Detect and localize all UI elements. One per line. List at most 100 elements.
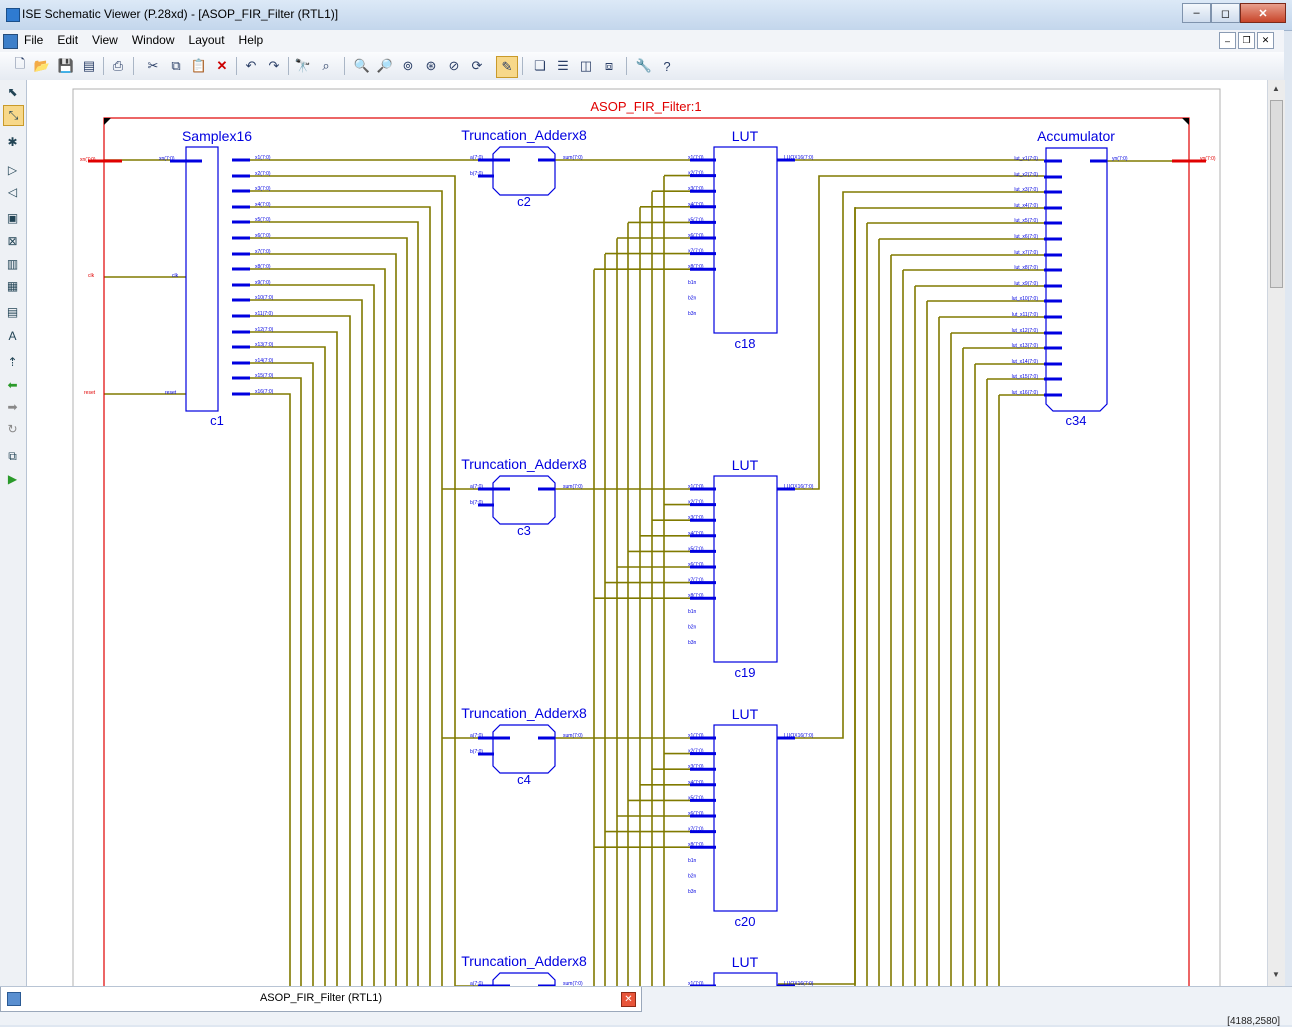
pin-label: x6(7:0)	[255, 233, 271, 239]
scrollbar-thumb[interactable]	[1270, 100, 1283, 288]
mdi-close-button[interactable]: ✕	[1257, 32, 1274, 49]
save-icon[interactable]: 💾	[57, 58, 75, 73]
pin-label: a(7:0)	[470, 155, 483, 161]
show-block-icon[interactable]: ▣	[6, 210, 19, 225]
zoom-area-icon[interactable]: ⊘	[448, 58, 460, 73]
adder-block	[492, 146, 556, 196]
text-label-icon[interactable]: A	[8, 328, 17, 343]
wire	[250, 393, 291, 986]
vertical-scrollbar[interactable]: ▲ ▼	[1267, 80, 1285, 986]
pin-label: b3n	[688, 311, 697, 317]
tile-vertical-icon[interactable]: ◫	[579, 58, 593, 73]
new-file-icon[interactable]: 🗋	[14, 56, 26, 71]
copy-icon[interactable]: ⧉	[171, 58, 181, 73]
pin-label: a(7:0)	[470, 733, 483, 739]
arrange-windows-icon[interactable]: ⧈	[604, 58, 614, 73]
zoom-selection-icon[interactable]: ⊛	[425, 58, 437, 73]
zoom-fit-icon[interactable]: ⊚	[402, 58, 414, 73]
open-folder-icon[interactable]: 📂	[33, 58, 51, 73]
wire	[250, 190, 443, 986]
frame-corner	[1182, 118, 1189, 125]
menu-bar: File Edit View Window Layout Help – ❐ ✕	[0, 30, 1284, 53]
maximize-button[interactable]: ◻	[1211, 3, 1240, 23]
pin-label: x1(7:0)	[255, 155, 271, 161]
wire	[250, 346, 326, 986]
forward-arrow-icon[interactable]: ➡	[7, 399, 18, 414]
zoom-out-icon[interactable]: 🔎	[376, 58, 394, 73]
pin-label: x1(7:0)	[688, 155, 704, 161]
document-tab[interactable]: ASOP_FIR_Filter (RTL1) ✕	[0, 987, 642, 1012]
menu-file[interactable]: File	[24, 33, 44, 47]
settings-wrench-icon[interactable]: 🔧	[635, 58, 653, 73]
pin-label: lut_x4(7:0)	[1014, 203, 1038, 209]
mdi-minimize-button[interactable]: –	[1219, 32, 1236, 49]
document-icon[interactable]	[3, 34, 18, 49]
run-icon[interactable]: ▶	[7, 471, 18, 486]
accumulator-instance: c34	[1066, 413, 1087, 428]
pin-label: b1n	[688, 280, 697, 286]
pan-tool-icon[interactable]: ✎	[496, 56, 518, 78]
redo-icon[interactable]: ↷	[268, 58, 280, 73]
cascade-windows-icon[interactable]: ❏	[534, 58, 546, 73]
menu-edit[interactable]: Edit	[57, 33, 79, 47]
pin-label: x6(7:0)	[688, 233, 704, 239]
lut-title: LUT	[732, 954, 759, 970]
adder-title: Truncation_Adderx8	[461, 953, 587, 969]
pin-label: x3(7:0)	[255, 186, 271, 192]
pin-label: x12(7:0)	[255, 327, 274, 333]
select-net-icon[interactable]: ⤡	[3, 105, 24, 126]
remove-block-icon[interactable]: ⊠	[7, 233, 18, 248]
wire	[250, 175, 456, 986]
document-view-icon[interactable]: ▦	[6, 278, 19, 293]
properties-icon[interactable]: ▤	[6, 304, 19, 319]
expand-output-icon[interactable]: ◁	[7, 184, 18, 199]
find-next-icon[interactable]: ⌕	[322, 58, 330, 73]
close-button[interactable]: ✕	[1240, 3, 1286, 23]
expand-input-icon[interactable]: ▷	[7, 162, 18, 177]
pin-label: x5(7:0)	[688, 217, 704, 223]
back-arrow-icon[interactable]: ⬅	[7, 377, 18, 392]
undo-icon[interactable]: ↶	[245, 58, 257, 73]
pin-label: x5(7:0)	[255, 217, 271, 223]
port-label-reset: reset	[84, 390, 96, 396]
refresh-icon[interactable]: ⟳	[471, 58, 483, 73]
top-module-title: ASOP_FIR_Filter:1	[590, 99, 701, 114]
mdi-restore-button[interactable]: ❐	[1238, 32, 1255, 49]
pin-label: x4(7:0)	[688, 780, 704, 786]
pin-label: x2(7:0)	[688, 171, 704, 177]
history-icon[interactable]: ↻	[7, 421, 18, 436]
cut-icon[interactable]: ✂	[147, 58, 159, 73]
paste-icon[interactable]: 📋	[190, 58, 208, 73]
pin-label: LUOX16(7:0)	[784, 981, 814, 986]
menu-view[interactable]: View	[92, 33, 118, 47]
menu-layout[interactable]: Layout	[188, 33, 225, 47]
copy-view-icon[interactable]: ⧉	[8, 449, 17, 463]
save-all-icon[interactable]: ▤	[82, 58, 96, 73]
menu-help[interactable]: Help	[238, 33, 264, 47]
add-symbol-icon[interactable]: ✱	[7, 134, 18, 149]
scroll-up-arrow-icon[interactable]: ▲	[1272, 84, 1280, 93]
menu-window[interactable]: Window	[131, 33, 175, 47]
pin-label: lut_x1(7:0)	[1014, 156, 1038, 162]
pin-label: x2(7:0)	[688, 749, 704, 755]
pin-label: x3(7:0)	[688, 186, 704, 192]
context-help-icon[interactable]: ?	[663, 58, 671, 74]
delete-icon[interactable]: ✕	[216, 58, 228, 73]
block-outline	[713, 475, 778, 663]
close-tab-icon[interactable]: ✕	[621, 992, 636, 1007]
tile-horizontal-icon[interactable]: ☰	[557, 58, 569, 73]
pin-label: lut_x2(7:0)	[1014, 172, 1038, 178]
scroll-down-arrow-icon[interactable]: ▼	[1272, 970, 1280, 979]
zoom-in-icon[interactable]: 🔍	[353, 58, 371, 73]
push-up-icon[interactable]: ⇡	[7, 354, 18, 369]
select-pointer-icon[interactable]: ⬉	[7, 84, 18, 99]
hierarchy-icon[interactable]: ▥	[6, 256, 19, 271]
wire	[250, 362, 314, 986]
pin-label: b3n	[688, 640, 697, 646]
print-icon[interactable]: ⎙	[112, 58, 124, 73]
pin-label: x8(7:0)	[688, 264, 704, 270]
pin-label: x14(7:0)	[255, 358, 274, 364]
minimize-button[interactable]: –	[1182, 3, 1211, 23]
find-icon[interactable]: 🔭	[294, 58, 312, 73]
